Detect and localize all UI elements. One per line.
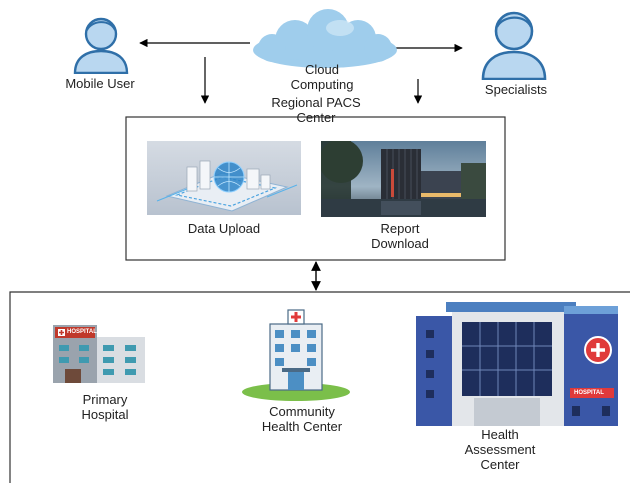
pacs-center-label: Regional PACS Center (271, 95, 361, 125)
primary-hospital-label: Primary Hospital (81, 392, 129, 422)
specialists-icon (479, 8, 549, 80)
report-download-label: Report Download (371, 221, 429, 251)
health-assessment-sign-text: HOSPITAL (574, 390, 604, 396)
cloud-computing-label: Cloud Computing (290, 62, 354, 92)
community-health-center-label: Community Health Center (261, 404, 343, 434)
health-assessment-center-label: Health Assessment Center (464, 427, 536, 472)
primary-hospital-icon: HOSPITAL (53, 325, 145, 383)
community-health-center-icon (240, 306, 352, 402)
report-download-image (321, 141, 486, 217)
specialists-label: Specialists (484, 82, 548, 97)
mobile-user-label: Mobile User (65, 76, 135, 91)
cloud-icon (250, 8, 400, 70)
primary-hospital-sign-text: HOSPITAL (67, 329, 97, 335)
pacs-center-box (125, 116, 506, 261)
data-upload-image (147, 141, 301, 215)
data-upload-label: Data Upload (187, 221, 261, 236)
mobile-user-icon (72, 14, 130, 74)
facilities-frame (9, 291, 630, 483)
health-assessment-center-icon: HOSPITAL (414, 298, 620, 430)
